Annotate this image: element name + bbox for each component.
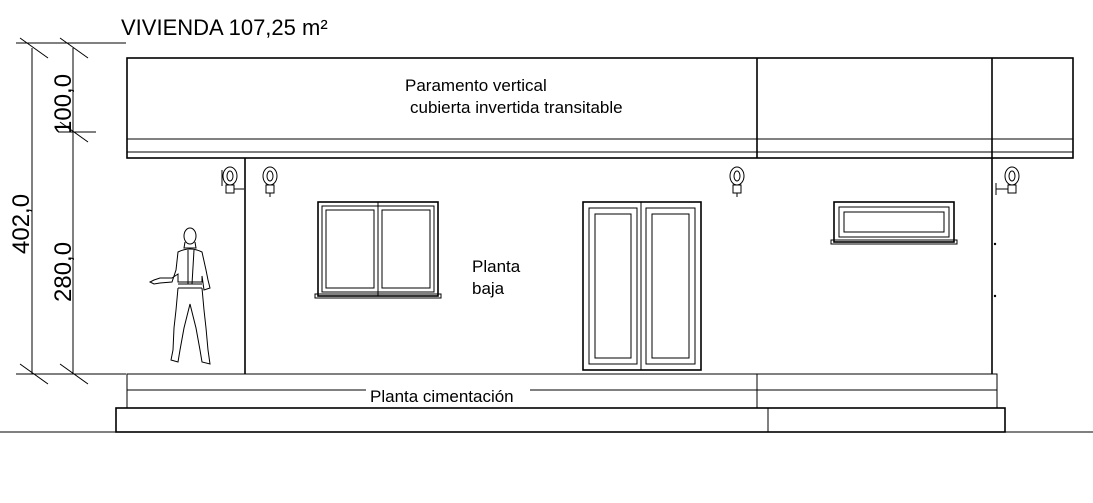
window-left xyxy=(314,201,442,299)
dimension-chain xyxy=(16,37,126,385)
foundation xyxy=(0,373,1093,433)
wall-mark xyxy=(993,242,997,246)
door-glazed xyxy=(582,201,702,371)
window-strip xyxy=(830,201,958,245)
walls xyxy=(244,152,993,374)
wall-lamp-icon xyxy=(729,166,745,197)
foundation-label: Planta cimentación xyxy=(370,387,514,406)
wall-lamp-icon xyxy=(995,166,1020,195)
wall-mark xyxy=(993,294,997,298)
wall-lamp-icon xyxy=(262,166,278,197)
floor-label-line1: Planta xyxy=(472,257,521,276)
dimension-parapet: 100,0 xyxy=(50,74,77,134)
wall-lamp-icon xyxy=(221,166,244,194)
roof-label-line1: Paramento vertical xyxy=(405,76,547,95)
person-figure-icon xyxy=(148,227,211,365)
dimension-floor-height: 280,0 xyxy=(50,242,77,302)
roof-parapet xyxy=(126,57,1074,159)
roof-label-line2: cubierta invertida transitable xyxy=(410,98,623,117)
floor-label-line2: baja xyxy=(472,279,505,298)
drawing-title: VIVIENDA 107,25 m² xyxy=(121,15,328,40)
dimension-total: 402,0 xyxy=(8,194,35,254)
